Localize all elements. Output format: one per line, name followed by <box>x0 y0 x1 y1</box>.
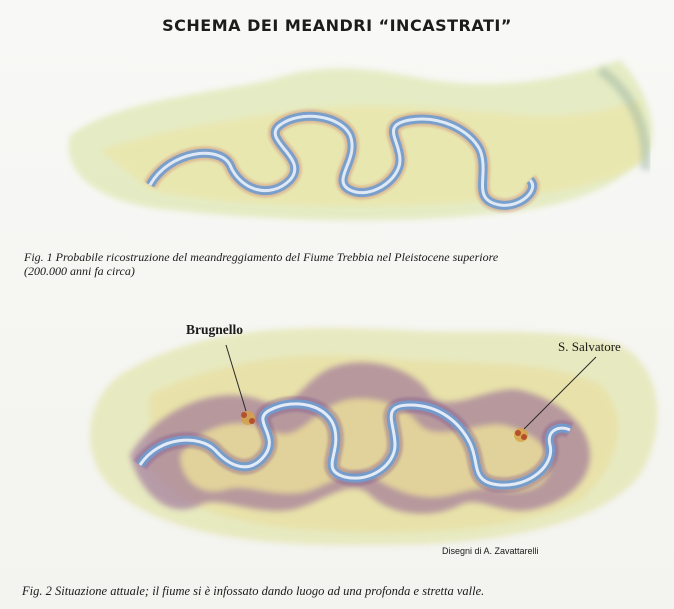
s-salvatore-label: S. Salvatore <box>558 339 621 355</box>
drawing-credit: Disegni di A. Zavattarelli <box>442 546 539 556</box>
figure-1-caption: Fig. 1 Probabile ricostruzione del meand… <box>24 250 664 278</box>
figure-1-caption-line-2: (200.000 anni fa circa) <box>24 264 664 278</box>
figure-2-caption: Fig. 2 Situazione attuale; il fiume si è… <box>22 584 662 598</box>
page-title: SCHEMA DEI MEANDRI “INCASTRATI” <box>0 16 674 35</box>
brugnello-village-marker <box>241 411 255 425</box>
figure-1-caption-line-1: Fig. 1 Probabile ricostruzione del meand… <box>24 250 664 264</box>
s-salvatore-village-marker <box>514 428 528 442</box>
figure-1-drawing <box>0 40 674 245</box>
brugnello-label: Brugnello <box>186 322 243 338</box>
